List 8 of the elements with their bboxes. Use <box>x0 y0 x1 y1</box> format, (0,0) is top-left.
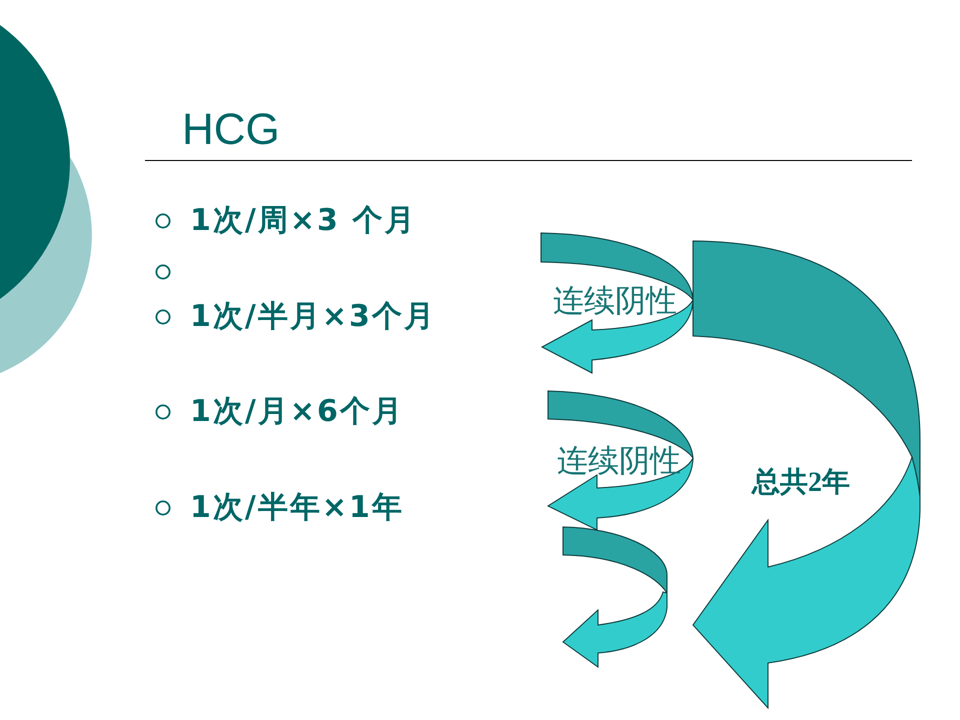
arrow-label: 连续阴性 <box>553 283 677 321</box>
list-item-text: 1次/周×3 个月 <box>190 203 416 239</box>
arrow-label: 总共2年 <box>752 466 850 500</box>
list-item-text: 1次/半月×3个月 <box>190 299 436 335</box>
arrow-label: 连续阴性 <box>557 443 681 481</box>
slide-title: HCG <box>182 108 280 152</box>
list-item-text: 1次/月×6个月 <box>190 394 404 430</box>
list-item-text: 1次/半年×1年 <box>190 490 404 526</box>
